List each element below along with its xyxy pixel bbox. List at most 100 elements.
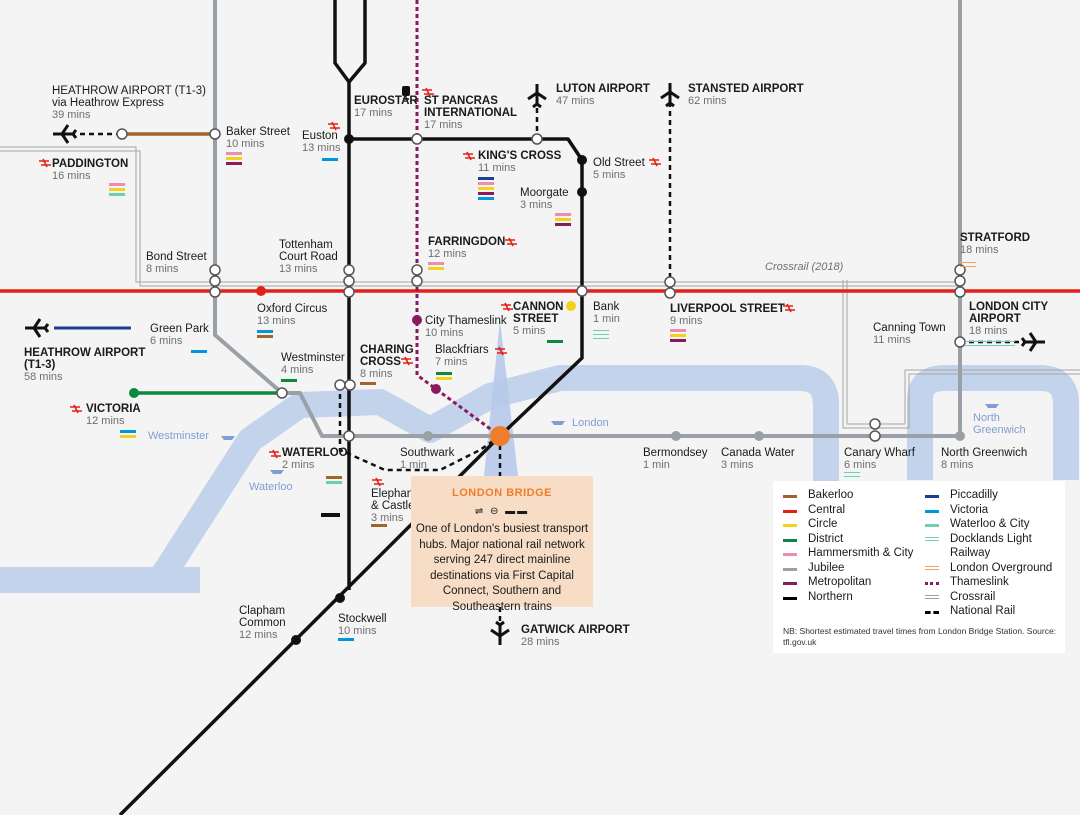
legend-label: National Rail (950, 605, 1016, 617)
station-name: Southwark (400, 447, 455, 459)
station-time: 8 mins (360, 368, 393, 380)
station-name: Tottenham (279, 239, 333, 251)
station-name: STANSTED AIRPORT (688, 83, 804, 95)
station-time: 4 mins (281, 364, 314, 376)
station-time: 7 mins (435, 356, 468, 368)
legend-label: Victoria (950, 503, 989, 516)
station-name: FARRINGDON (428, 236, 505, 248)
station-name: AIRPORT (969, 313, 1021, 325)
legend-swatch (925, 611, 939, 614)
station-name: Elephant (371, 488, 417, 500)
station-time: 6 mins (150, 335, 183, 347)
station-time: 5 mins (593, 169, 626, 181)
station-time: 11 mins (478, 162, 516, 174)
station-time: 3 mins (520, 199, 553, 211)
station-time: 10 mins (226, 138, 265, 150)
station-name: Clapham (239, 605, 285, 617)
station-time: 5 mins (513, 325, 546, 337)
station-name: INTERNATIONAL (424, 107, 517, 119)
station-time: 18 mins (960, 244, 999, 256)
station-name: Bond Street (146, 251, 208, 263)
london-bridge-marker (490, 426, 510, 446)
airplane-icon-stansted (660, 83, 680, 108)
station-name: Stockwell (338, 613, 387, 625)
station-name: EUROSTAR (354, 95, 418, 107)
airplane-icon-luton (527, 84, 547, 109)
station-name: Moorgate (520, 187, 569, 199)
station-time: 12 mins (239, 629, 278, 641)
station-name: ST PANCRAS (424, 95, 498, 107)
station-time: 3 mins (371, 512, 404, 524)
station-time: 6 mins (844, 459, 877, 471)
station-labels: HEATHROW AIRPORT (T1-3)via Heathrow Expr… (24, 83, 1049, 648)
station-name: Westminster (281, 352, 345, 364)
station-name: North Greenwich (941, 447, 1027, 459)
river-thames-greenwich (907, 365, 1079, 480)
river-label-westminster: Westminster (148, 430, 209, 442)
interchange-markers (116, 128, 966, 442)
legend-label: Waterloo & City (950, 518, 1030, 530)
airplane-icon-heathrow (25, 318, 50, 338)
station-name: HEATHROW AIRPORT (T1-3) (52, 85, 206, 97)
legend-swatch (783, 596, 797, 600)
legend-label: District (808, 532, 844, 545)
legend-label: Hammersmith & City (808, 547, 914, 559)
legend-swatch (925, 509, 939, 513)
legend-swatch (783, 538, 797, 542)
river-label-london: London (572, 417, 609, 429)
legend-swatch (925, 565, 939, 567)
station-name: Common (239, 617, 286, 629)
legend-swatch (783, 524, 797, 527)
station-time: 12 mins (428, 248, 467, 260)
legend-swatch (925, 495, 939, 498)
legend-label: Crossrail (950, 590, 996, 603)
station-time: 8 mins (146, 263, 179, 275)
station-name: Canning Town (873, 322, 946, 334)
station-name: PADDINGTON (52, 158, 128, 170)
legend-swatch (783, 509, 797, 513)
river-thames-east (799, 365, 839, 480)
station-heathrow-piccadilly: HEATHROW AIRPORT(T1-3)58 mins (24, 347, 145, 383)
station-time: 13 mins (279, 263, 318, 275)
station-time: 10 mins (338, 625, 377, 637)
station-name: Court Road (279, 251, 338, 263)
station-name: Green Park (150, 323, 209, 335)
legend-label: Bakerloo (808, 489, 854, 501)
station-name: Canada Water (721, 447, 795, 459)
eurostar-train-icon (402, 86, 410, 100)
legend-swatch (783, 567, 797, 571)
station-time: 18 mins (969, 325, 1008, 337)
station-name: GATWICK AIRPORT (521, 624, 630, 636)
legend-label: Circle (808, 518, 838, 530)
airplane-icon-gatwick (490, 620, 510, 645)
callout-text: One of London's busiest transport hubs. … (415, 523, 589, 613)
london-bridge-callout: LONDON BRIDGE ⇌ ⊖ ▬▬ One of London's bus… (411, 476, 593, 613)
station-name: CHARING (360, 344, 414, 356)
river-label-north-greenwich-1: North (973, 412, 1000, 424)
station-name: Old Street (593, 157, 646, 169)
